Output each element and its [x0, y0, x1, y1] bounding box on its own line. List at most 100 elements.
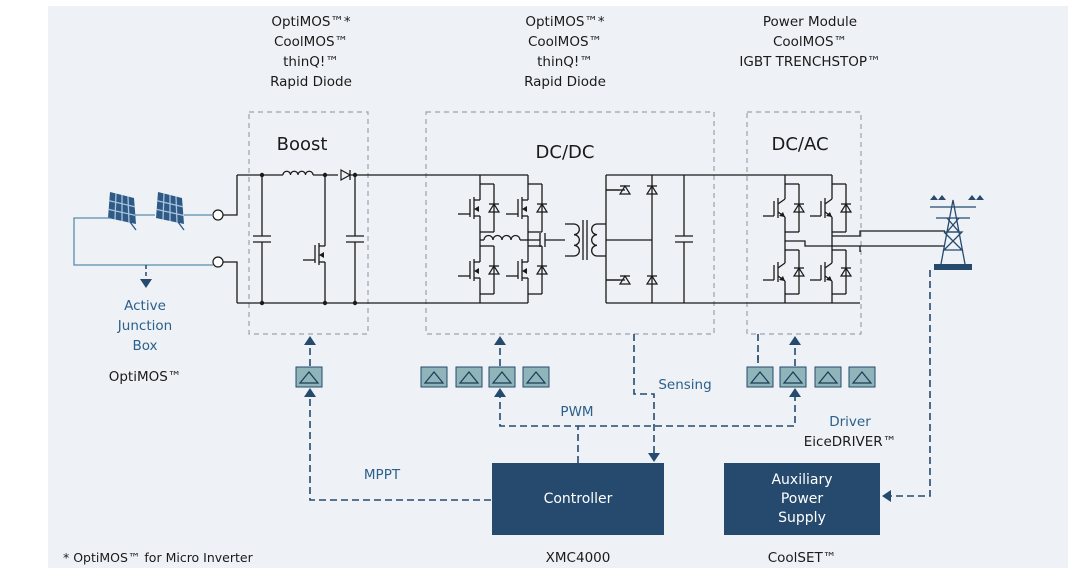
- junction-dot: [352, 172, 358, 178]
- diode-triangle: [645, 274, 659, 285]
- pylon-insulator: [930, 195, 938, 200]
- panel-stand: [129, 221, 137, 231]
- igbt-collector: [777, 262, 786, 269]
- driver-triangle: [423, 371, 445, 384]
- mosfet-symbol: [458, 180, 501, 236]
- diode-symbol: [839, 266, 853, 277]
- diode-triangle: [792, 266, 806, 277]
- inductor-coil: [282, 170, 314, 176]
- ac-output-wire: [785, 240, 945, 247]
- junction-box-line-1: Active: [124, 298, 166, 314]
- panel-grid: [175, 196, 178, 223]
- dcac-component-3: IGBT TRENCHSTOP™: [739, 54, 881, 70]
- ac-output-wire: [832, 230, 945, 237]
- mosfet-arrow: [474, 268, 479, 274]
- dcdc-component-3: thinQ!™: [537, 54, 593, 70]
- arrowhead-icon: [304, 336, 316, 345]
- igbt-arrow: [779, 276, 785, 281]
- boost-title: Boost: [276, 134, 328, 155]
- inductor-coil: [483, 234, 521, 241]
- mosfet-arrow: [522, 268, 527, 274]
- diode-symbol: [487, 264, 501, 275]
- panel-stand: [177, 221, 185, 231]
- arrowhead-icon: [789, 336, 801, 345]
- junction-box-line-3: Box: [132, 338, 158, 354]
- mppt-signal: [309, 396, 491, 501]
- controller-product: XMC4000: [545, 550, 611, 566]
- dcdc-component-2: CoolMOS™: [527, 34, 603, 50]
- aux-supply-product: CoolSET™: [767, 550, 837, 566]
- transformer-symbol: [565, 220, 606, 260]
- aux-supply-line-1: Auxiliary: [771, 471, 833, 488]
- junction-box-product: OptiMOS™: [108, 369, 182, 385]
- driver-triangle: [782, 371, 804, 384]
- arrowhead-icon: [494, 336, 506, 345]
- panel-grid: [109, 200, 135, 208]
- inductor-symbol: [483, 234, 521, 241]
- capacitor-symbol: [675, 175, 693, 303]
- diode-symbol: [535, 202, 549, 213]
- panel-grid: [156, 208, 184, 217]
- diode-symbol: [535, 264, 549, 275]
- diode-triangle: [535, 264, 549, 275]
- solar-panel-icon: [156, 192, 185, 231]
- panel-grid: [162, 193, 165, 220]
- driver-box: [488, 366, 516, 388]
- dcac-components-label: Power Module CoolMOS™ IGBT TRENCHSTOP™: [720, 12, 900, 72]
- dcac-driver-icon: [848, 366, 876, 388]
- dcac-driver-icon: [746, 366, 774, 388]
- driver-box: [779, 366, 807, 388]
- junction-dot: [259, 172, 265, 178]
- diode-triangle: [792, 202, 806, 213]
- diode-symbol: [645, 184, 659, 195]
- pylon-base: [934, 264, 972, 270]
- aux-supply-line-2: Power: [780, 490, 824, 507]
- arrowhead-icon: [882, 490, 891, 502]
- junction-dot: [322, 172, 328, 178]
- dcdc-section-box: [425, 111, 715, 335]
- pwm-signal: [578, 396, 796, 427]
- driver-triangle: [458, 371, 480, 384]
- driver-box: [848, 366, 876, 388]
- diode-triangle: [340, 168, 352, 182]
- mppt-label: MPPT: [363, 467, 401, 483]
- dcdc-driver-icon: [420, 366, 448, 388]
- driver-label: Driver: [829, 414, 871, 430]
- pylon-insulator: [968, 195, 976, 200]
- driver-triangle: [525, 371, 547, 384]
- inductor-symbol: [573, 223, 580, 257]
- pylon-lattice: [945, 217, 961, 233]
- igbt-symbol: [763, 246, 806, 298]
- pv-array-wiring: [73, 214, 213, 266]
- dcdc-title: DC/DC: [535, 142, 595, 163]
- mosfet-symbol: [506, 180, 549, 236]
- arrowhead-icon: [494, 388, 506, 397]
- dcdc-component-4: Rapid Diode: [524, 74, 606, 90]
- igbt-arrow: [826, 212, 832, 217]
- boost-driver-icon: [295, 366, 323, 388]
- driver-triangle: [851, 371, 873, 384]
- capacitor-symbol: [346, 175, 364, 303]
- arrowhead-icon: [140, 279, 152, 288]
- dcac-component-2: CoolMOS™: [772, 34, 848, 50]
- boost-component-3: thinQ!™: [283, 54, 339, 70]
- pv-positive-wire: [223, 175, 238, 216]
- driver-box: [814, 366, 842, 388]
- boost-component-4: Rapid Diode: [270, 74, 352, 90]
- arrowhead-icon: [648, 453, 660, 462]
- input-terminal-positive: [212, 209, 224, 221]
- igbt-collector: [824, 198, 833, 205]
- pv-negative-wire: [223, 261, 238, 303]
- dcac-component-1: Power Module: [762, 14, 858, 30]
- driver-box: [295, 366, 323, 388]
- panel-grid: [127, 196, 130, 223]
- inductor-coil: [591, 223, 598, 257]
- panel-grid: [157, 200, 183, 208]
- diode-symbol: [792, 266, 806, 277]
- mosfet-symbol: [458, 242, 501, 298]
- arrowhead-icon: [304, 388, 316, 397]
- diode-triangle: [645, 184, 659, 195]
- pylon-insulator: [938, 195, 946, 200]
- dcac-title: DC/AC: [771, 134, 829, 155]
